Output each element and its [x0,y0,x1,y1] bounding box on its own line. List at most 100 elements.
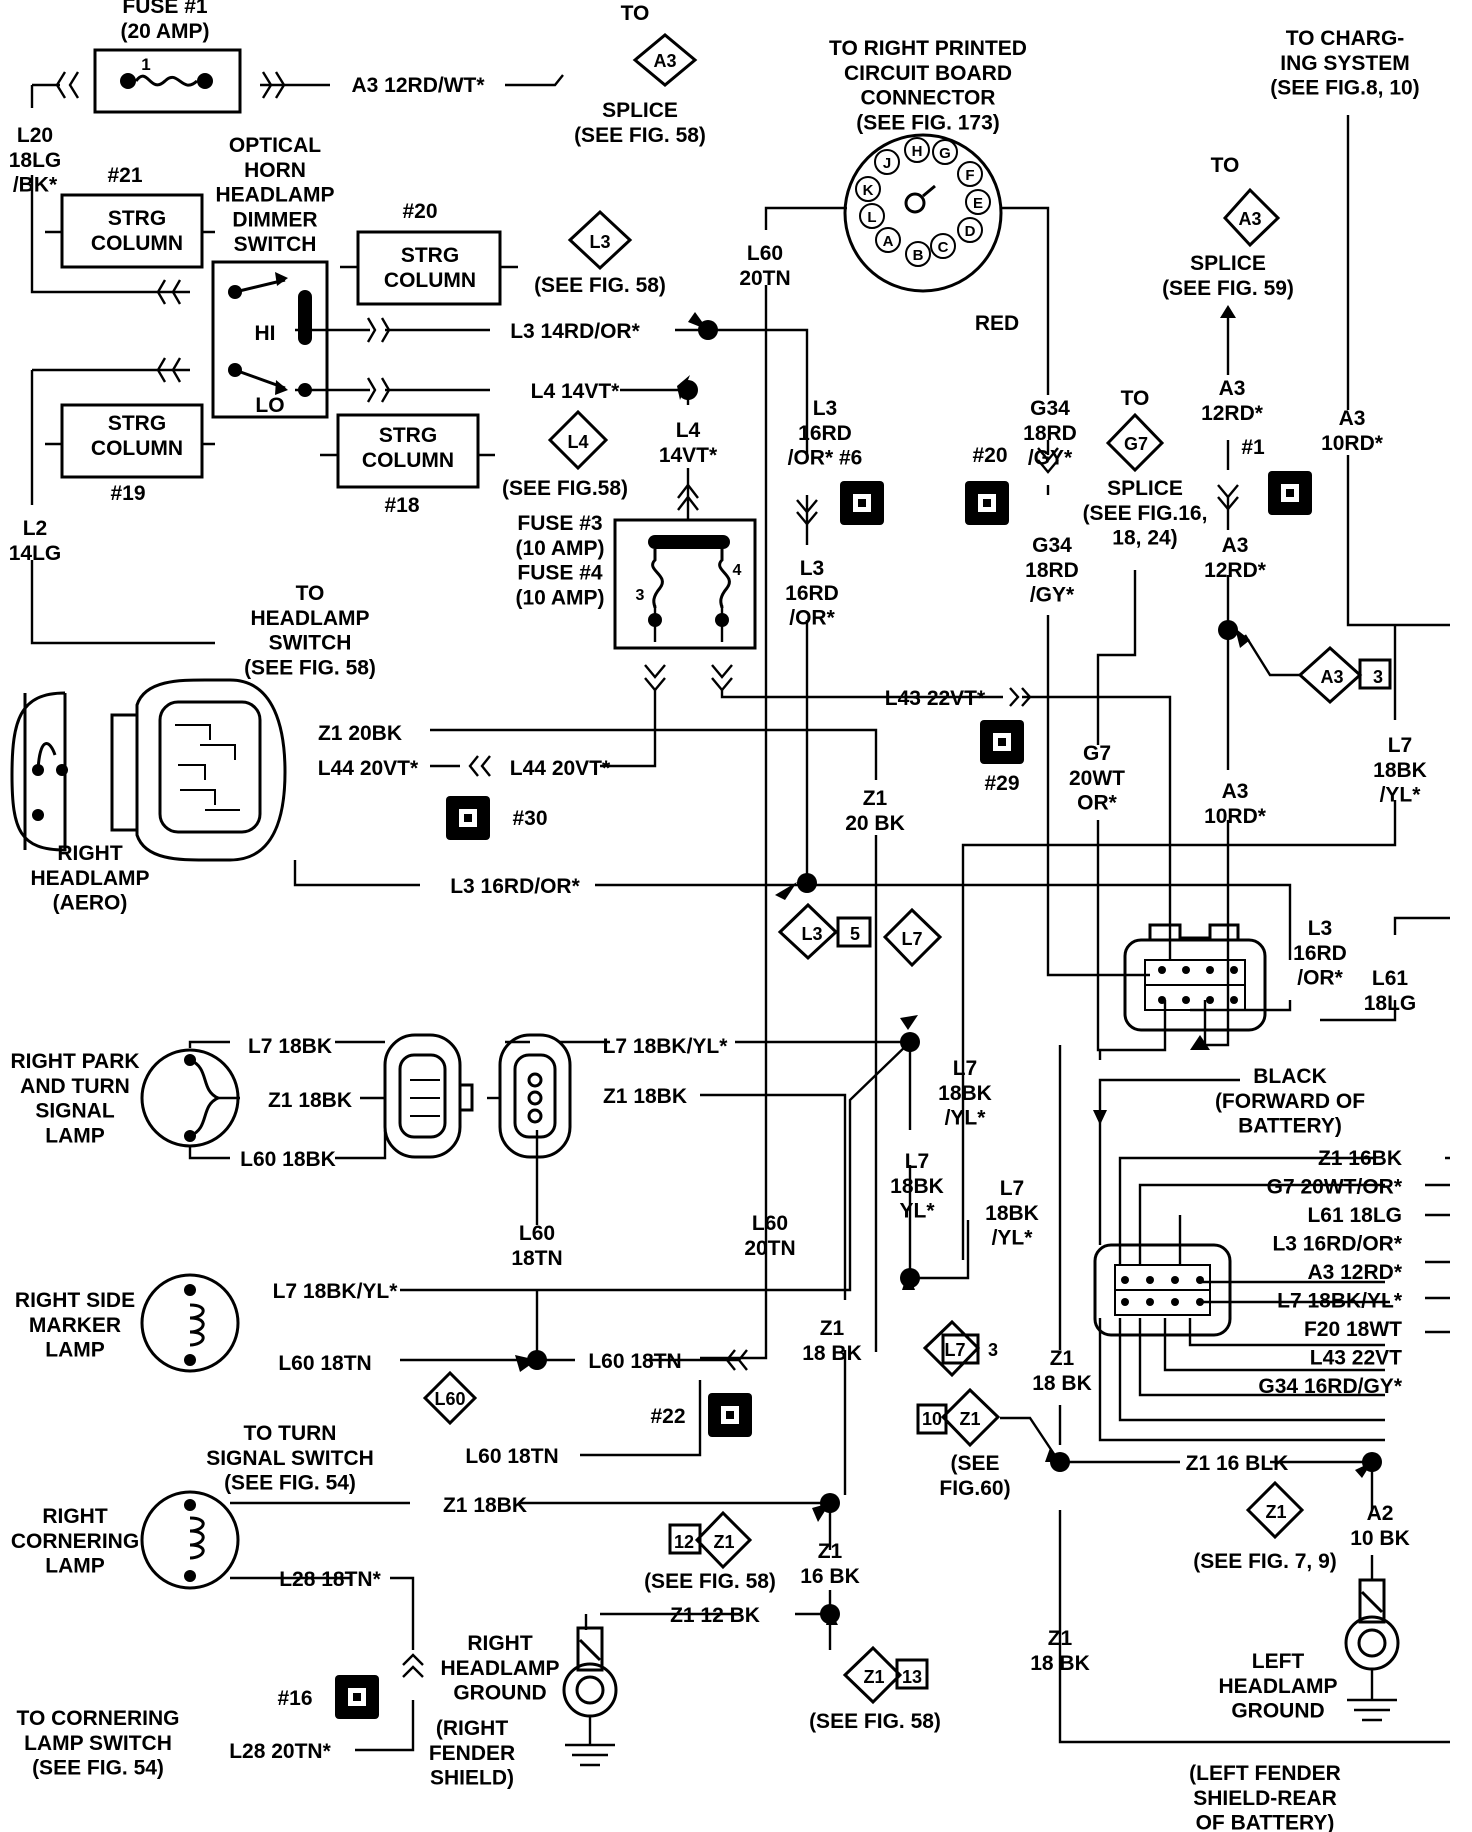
label-to-headlamp-switch-3: (SEE FIG. 58) [244,656,376,679]
label-num3: 3 [1373,667,1383,687]
label-l7-18bk-vert2-2: YL* [899,1200,935,1223]
label-l60-diamond: L60 [434,1389,465,1409]
label-to-turn-signal-2: (SEE FIG. 54) [224,1472,356,1495]
bottom-connector [1093,1243,1232,1337]
label-l3-16rd-1-1: 16RD [798,422,852,445]
label-right-fender-shield-0: (RIGHT [436,1717,508,1740]
label-see-fig60-0: (SEE [950,1452,999,1475]
label-right-cornering-0: RIGHT [42,1505,108,1528]
label-right-headlamp-0: RIGHT [57,842,123,865]
label-fuse1-num: 1 [141,55,150,74]
label-optical-horn-3: DIMMER [232,208,317,231]
label-splice-fig59-0: SPLICE [1190,252,1266,275]
label-right-cornering-1: CORNERING [11,1530,139,1553]
park-connector-b [498,1033,572,1159]
label-z1-18bk-vert2-1: 18 BK [1032,1372,1092,1395]
label-right-park-turn-2: SIGNAL [35,1100,115,1123]
label-z1-20bk: Z1 20BK [318,722,402,745]
label-l20-2: /BK* [13,174,58,197]
label-to-charging-2: (SEE FIG.8, 10) [1270,77,1419,100]
label-conn-right-labels-0: Z1 16BK [1318,1147,1402,1170]
label-conn1: #1 [1241,436,1265,459]
pcb-pin-d [957,217,983,243]
label-l60-18bk: L60 18BK [240,1148,336,1171]
label-z1-diamond: Z1 [1265,1502,1286,1522]
label-l7-18bk-vert3-2: /YL* [992,1227,1034,1250]
label-g7-20wt-1: 20WT [1069,767,1125,790]
dimmer-switch [211,260,329,419]
label-right-side-marker-0: RIGHT SIDE [15,1289,135,1312]
pcb-pin-label-l: L [867,209,876,226]
label-l3-diamond: L3 [589,232,610,252]
pcb-pin-h [904,137,930,163]
label-l4-diamond: L4 [567,432,588,452]
label-a3-10rd-mid-1: 10RD* [1204,805,1267,828]
label-l3-16rd-2-2: /OR* [789,607,835,630]
pcb-pin-l [859,203,885,229]
label-to-cornering-switch-0: TO CORNERING [17,1707,180,1730]
label-right-side-marker-2: LAMP [45,1339,105,1362]
label-conn-right-labels-5: L7 18BK/YL* [1277,1290,1403,1313]
label-a3-12rd-1-1: 12RD* [1201,402,1264,425]
label-l7-18bk-right-1: 18BK [1373,759,1427,782]
label-see-fig58-d: (SEE FIG. 58) [809,1710,941,1733]
label-strg-column-0: STRG [379,424,437,447]
label-l3-diamond-5: L3 [801,924,822,944]
label-g34-18rd-2-1: 18RD [1025,559,1079,582]
pcb-pin-g [932,139,958,165]
pcb-pin-a [875,227,901,253]
right-headlamp-ground [562,1662,618,1718]
label-l7-18bk: L7 18BK [248,1035,332,1058]
label-right-headlamp-ground-0: RIGHT [467,1632,533,1655]
label-optical-horn-1: HORN [244,159,306,182]
label-strg-column-0: STRG [108,207,166,230]
label-to-headlamp-switch-2: SWITCH [269,632,352,655]
label-l20-0: L20 [17,124,53,147]
label-z1-12bk: Z1 12 BK [670,1604,760,1627]
label-a3-10rd-top-0: A3 [1339,407,1366,430]
label-right-cornering-2: LAMP [45,1555,105,1578]
label-black-connector-0: BLACK [1253,1065,1327,1088]
label-right-headlamp-ground-2: GROUND [453,1682,546,1705]
label-conn-right-labels-2: L61 18LG [1307,1204,1402,1227]
label-l7-18bk-right-0: L7 [1388,734,1413,757]
pcb-pin-f [957,161,983,187]
left-headlamp-ground [1344,1615,1400,1671]
label-g7-diamond: G7 [1124,434,1148,454]
label-strg-column-1: COLUMN [91,437,183,460]
label-l3-14rd: L3 14RD/OR* [510,320,640,343]
label-conn21: #21 [107,164,142,187]
label-right-fender-shield-2: SHIELD) [430,1767,514,1790]
label-a2-10bk-1: 10 BK [1350,1527,1410,1550]
label-to-right-pcb-1: CIRCUIT BOARD [844,62,1012,85]
pcb-pin-label-a: A [883,233,894,250]
label-l61-18lg-0: L61 [1372,967,1409,990]
label-l3-16rd-3-1: 16RD [1293,942,1347,965]
label-g7-20wt-2: OR* [1077,792,1118,815]
label-z1-20bk-vert-0: Z1 [863,787,888,810]
label-g34-18rd-1-0: G34 [1030,397,1070,420]
label-l7-18bk-vert2-1: 18BK [890,1175,944,1198]
label-to-right-pcb-0: TO RIGHT PRINTED [829,37,1027,60]
label-num13: 13 [902,1667,922,1687]
label-fuse1-0: FUSE #1 [122,0,208,18]
label-left-fender-shield-2: OF BATTERY) [1196,1812,1335,1832]
label-l3-16rd-2-1: 16RD [785,582,839,605]
label-z1-18bk-vert-0: Z1 [820,1317,845,1340]
label-a2-10bk-0: A2 [1367,1502,1394,1525]
label-l7-18bk-vert3-1: 18BK [985,1202,1039,1225]
label-l7-18bkyl-h: L7 18BK/YL* [603,1035,729,1058]
label-conn-right-labels-6: F20 18WT [1304,1318,1402,1341]
label-l4-14vt: L4 14VT* [531,380,621,403]
label-fuse34-1: (10 AMP) [515,537,604,560]
strg-column-18 [336,413,480,489]
black-connector [1123,938,1267,1032]
label-l44-left: L44 20VT* [318,757,419,780]
components [10,33,1400,1767]
label-l43-22vt: L43 22VT* [885,687,986,710]
label-l60-18tn-c: L60 18TN [465,1445,558,1468]
label-g34-18rd-1-1: 18RD [1023,422,1077,445]
label-z1-18bk-a: Z1 18BK [268,1089,352,1112]
label-l7-18bk-vert3-0: L7 [1000,1177,1025,1200]
